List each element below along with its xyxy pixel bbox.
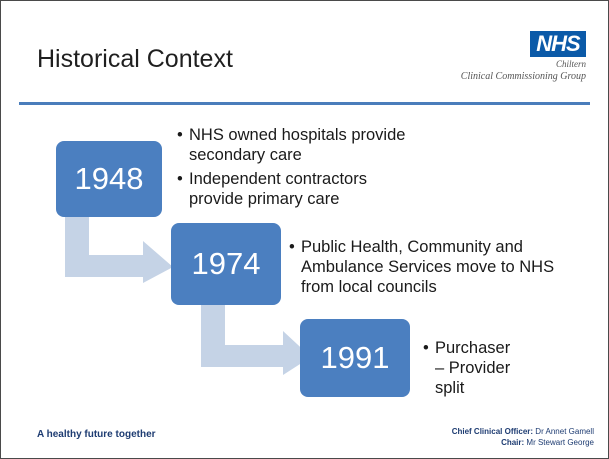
year-box-1974: 1974 [171, 223, 281, 305]
officer-label: Chief Clinical Officer: [451, 427, 534, 436]
officer-name: Dr Annet Gamell [535, 427, 594, 436]
logo-org-name: Chiltern [555, 59, 586, 69]
slide-title: Historical Context [37, 45, 233, 73]
arrow-1948-to-1974 [65, 211, 173, 283]
bullet-item: Independent contractors provide primary … [177, 169, 407, 209]
year-box-1948: 1948 [56, 141, 162, 217]
logo-org-subtitle: Clinical Commissioning Group [460, 71, 586, 82]
bullets-1974: Public Health, Community and Ambulance S… [289, 237, 579, 301]
bullets-1948: NHS owned hospitals provide secondary ca… [177, 125, 407, 213]
bullets-1991: Purchaser – Provider split [423, 338, 523, 402]
bullet-item: Purchaser – Provider split [423, 338, 523, 398]
chair-name: Mr Stewart George [526, 438, 594, 447]
footer-officers: Chief Clinical Officer: Dr Annet Gamell … [452, 426, 594, 448]
footer-chair-line: Chair: Mr Stewart George [452, 437, 594, 448]
year-label: 1991 [320, 340, 390, 375]
year-box-1991: 1991 [300, 319, 410, 397]
bullet-item: NHS owned hospitals provide secondary ca… [177, 125, 407, 165]
footer-tagline: A healthy future together [37, 429, 156, 440]
footer-officer-line: Chief Clinical Officer: Dr Annet Gamell [452, 426, 594, 437]
nhs-logo-mark: NHS [530, 31, 586, 57]
year-label: 1948 [74, 161, 144, 196]
nhs-logo: NHS Chiltern Clinical Commissioning Grou… [419, 31, 594, 101]
title-divider [19, 102, 590, 105]
chair-label: Chair: [501, 438, 525, 447]
year-label: 1974 [191, 246, 261, 281]
bullet-item: Public Health, Community and Ambulance S… [289, 237, 579, 297]
arrow-1974-to-1991 [201, 301, 311, 375]
